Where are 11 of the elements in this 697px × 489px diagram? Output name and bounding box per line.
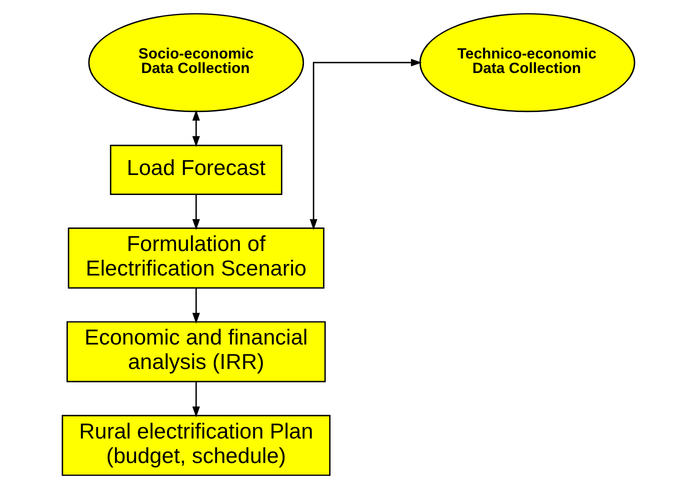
- arrow: [192, 110, 200, 147]
- arrow: [192, 382, 200, 418]
- node-ellipse: Socio-economic Data Collection: [88, 13, 304, 112]
- arrow: [192, 288, 200, 324]
- node-box: Economic and financial analysis (IRR): [66, 321, 326, 382]
- node-box: Load Forecast: [110, 144, 282, 195]
- arrow: [192, 194, 200, 230]
- node-box: Rural electrification Plan (budget, schedule): [62, 414, 331, 476]
- node-box: Formulation of Electrification Scenario: [68, 228, 324, 289]
- arrow: [310, 58, 422, 230]
- node-ellipse: Technico-economic Data Collection: [419, 13, 636, 112]
